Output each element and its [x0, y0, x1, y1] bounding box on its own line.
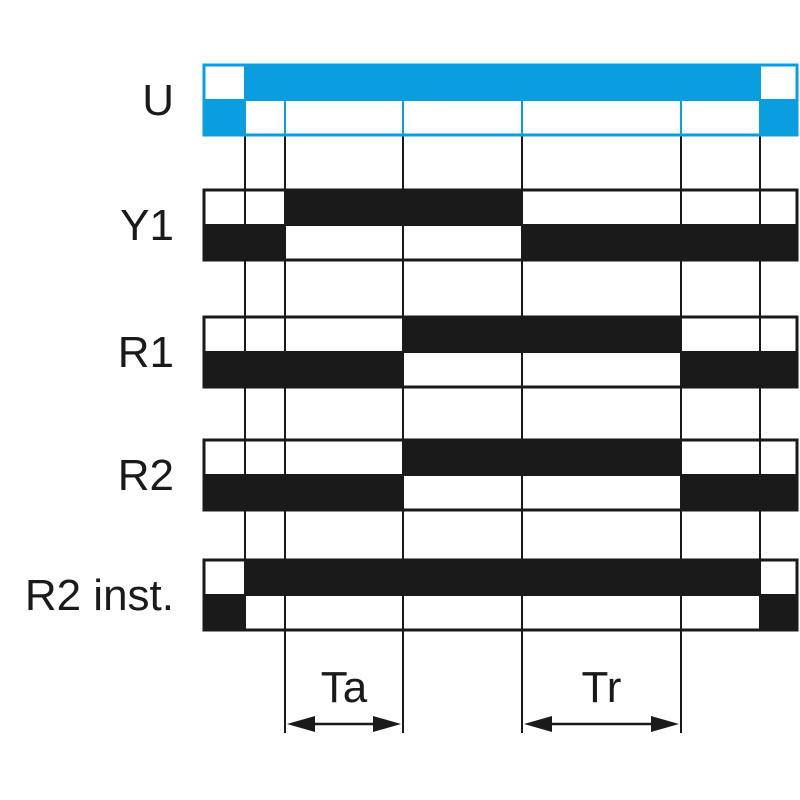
- signal-level-segment: [760, 475, 797, 510]
- signal-level-segment: [285, 65, 403, 100]
- signal-level-segment: [760, 100, 797, 135]
- signal-level-segment: [204, 100, 245, 135]
- signal-level-segment: [522, 317, 681, 352]
- signal-level-segment: [681, 352, 760, 387]
- signal-level-segment: [681, 65, 760, 100]
- signal-level-segment: [681, 560, 760, 595]
- signal-level-segment: [245, 475, 285, 510]
- signal-level-segment: [403, 440, 522, 475]
- signal-level-segment: [403, 560, 522, 595]
- signal-level-segment: [245, 225, 285, 260]
- signal-row-border: [202, 558, 799, 632]
- signal-level-segment: [245, 352, 285, 387]
- signal-level-segment: [522, 225, 681, 260]
- signal-level-segment: [760, 595, 797, 630]
- duration-label: Tr: [582, 663, 622, 712]
- signal-level-segment: [285, 190, 403, 225]
- signal-label: U: [142, 76, 174, 125]
- signal-level-segment: [204, 595, 245, 630]
- signal-level-segment: [245, 560, 285, 595]
- signal-row-border: [202, 438, 799, 512]
- arrow-left-icon: [287, 716, 315, 732]
- signal-level-segment: [285, 560, 403, 595]
- signal-level-segment: [681, 225, 760, 260]
- signal-level-segment: [522, 65, 681, 100]
- signal-row-border: [202, 63, 799, 137]
- signal-level-segment: [760, 225, 797, 260]
- signal-label: R1: [118, 328, 174, 377]
- signal-level-segment: [681, 475, 760, 510]
- signal-level-segment: [285, 352, 403, 387]
- signal-label: R2: [118, 451, 174, 500]
- signal-level-segment: [204, 225, 245, 260]
- signal-level-segment: [403, 65, 522, 100]
- duration-label: Ta: [321, 663, 368, 712]
- signal-level-segment: [285, 475, 403, 510]
- signal-row-border: [202, 188, 799, 262]
- arrow-right-icon: [373, 716, 401, 732]
- signal-level-segment: [204, 352, 245, 387]
- signal-level-segment: [760, 352, 797, 387]
- signal-level-segment: [403, 317, 522, 352]
- arrow-left-icon: [524, 716, 552, 732]
- signal-level-segment: [403, 190, 522, 225]
- signal-row-border: [202, 315, 799, 389]
- signal-level-segment: [522, 560, 681, 595]
- signal-level-segment: [245, 65, 285, 100]
- signal-level-segment: [522, 440, 681, 475]
- arrow-right-icon: [651, 716, 679, 732]
- signal-level-segment: [204, 475, 245, 510]
- signal-label: Y1: [120, 201, 174, 250]
- signal-label: R2 inst.: [25, 571, 174, 620]
